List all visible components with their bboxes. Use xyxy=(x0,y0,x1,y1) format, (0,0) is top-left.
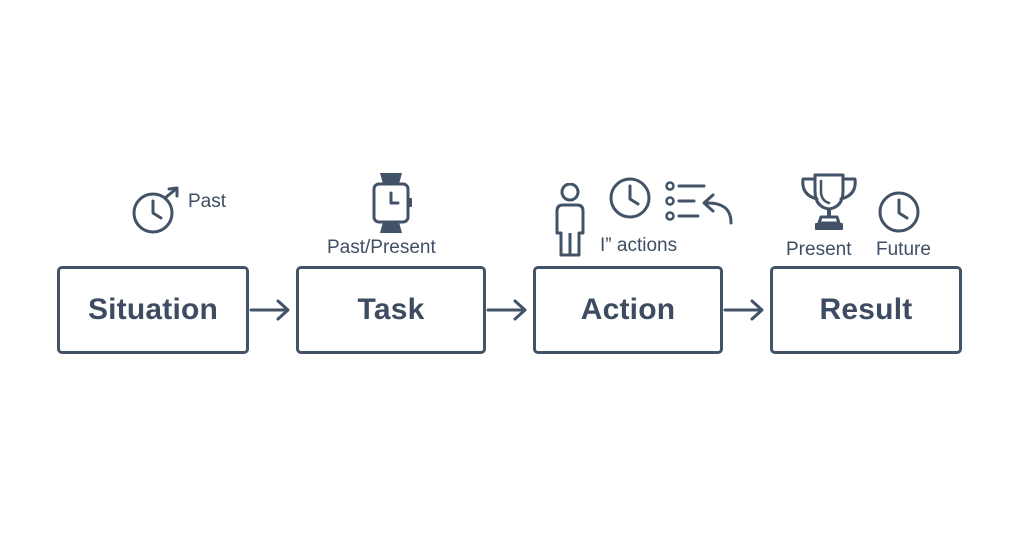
caption-actions: I” actions xyxy=(600,235,678,256)
caption-present: Present xyxy=(786,239,852,260)
step-result: Result xyxy=(770,266,962,354)
clock-arrow-icon xyxy=(130,186,182,238)
step-label-task: Task xyxy=(357,293,425,326)
caption-past: Past xyxy=(188,191,227,212)
step-label-action: Action xyxy=(580,293,676,326)
clock-icon xyxy=(876,189,922,235)
caption-future: Future xyxy=(876,239,931,260)
person-icon xyxy=(553,183,587,259)
caption-past-present: Past/Present xyxy=(327,237,436,258)
step-situation: Situation xyxy=(57,266,249,354)
smartwatch-icon xyxy=(370,171,414,235)
step-task: Task xyxy=(296,266,486,354)
step-action: Action xyxy=(533,266,723,354)
arrow-right-icon xyxy=(486,296,530,324)
step-label-result: Result xyxy=(819,293,913,326)
checklist-icon xyxy=(664,180,708,224)
arrow-right-icon xyxy=(249,296,293,324)
clock-icon xyxy=(607,175,653,221)
arrow-right-icon xyxy=(723,296,767,324)
curved-arrow-icon xyxy=(698,190,736,226)
trophy-icon xyxy=(798,171,860,233)
step-label-situation: Situation xyxy=(87,293,219,326)
